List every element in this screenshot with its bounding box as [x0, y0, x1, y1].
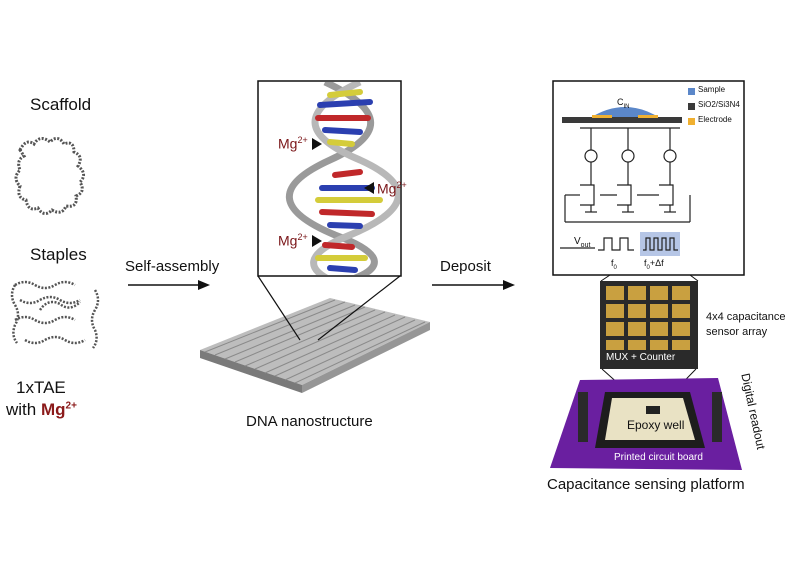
- epoxy-well-label: Epoxy well: [627, 418, 685, 432]
- oxide-layer: [562, 117, 682, 123]
- vout-main: V: [574, 236, 581, 247]
- cin-label: CIN: [617, 97, 630, 110]
- dna-nanostructure-label: DNA nanostructure: [246, 413, 373, 430]
- buffer-label-line1: 1xTAE: [16, 378, 66, 397]
- sensor-array-cells: [606, 286, 690, 350]
- f0-main: f: [611, 258, 614, 268]
- cin-main: C: [617, 97, 624, 107]
- legend-oxide-swatch: [688, 103, 695, 110]
- staples-strands: [10, 280, 100, 349]
- f0df-main: f: [644, 258, 647, 268]
- vout-sub: out: [580, 242, 591, 249]
- array-label-line1: 4x4 capacitance: [706, 311, 786, 323]
- buffer-prefix: with: [6, 400, 41, 419]
- cin-sub: IN: [623, 103, 630, 110]
- vout-label: Vout: [574, 236, 590, 249]
- dna-nanostructure-slab: [200, 298, 430, 393]
- mg-label-3-ion: Mg: [278, 232, 298, 249]
- f0-label: f0: [611, 258, 617, 271]
- self-assembly-label: Self-assembly: [125, 258, 220, 275]
- array-label-line2: sensor array: [706, 326, 768, 338]
- mg-pointer-3: [312, 235, 322, 247]
- mg-label-2-ion: Mg: [377, 180, 397, 197]
- legend-oxide: SiO2/Si3N4: [698, 100, 740, 109]
- oscillator-circuit: [564, 127, 691, 223]
- mg-charge: 2+: [65, 400, 77, 412]
- self-assembly-arrowhead: [198, 280, 210, 290]
- mg-label-2-charge: 2+: [396, 180, 407, 190]
- readout-pins-left: [578, 392, 588, 442]
- mux-counter-label: MUX + Counter: [606, 352, 676, 363]
- dna-helix: [285, 82, 400, 275]
- pcb-label: Printed circuit board: [614, 452, 703, 463]
- legend-sample: Sample: [698, 85, 726, 94]
- readout-pins-right: [712, 392, 722, 442]
- mg-label-3: Mg2+: [278, 232, 308, 249]
- mg-label-1-charge: 2+: [297, 135, 308, 145]
- mg-label-1-ion: Mg: [278, 135, 298, 152]
- legend-electrode: Electrode: [698, 115, 732, 124]
- output-waveform: [560, 237, 678, 251]
- mg-pointer-2: [364, 182, 374, 194]
- mg-label-1: Mg2+: [278, 135, 308, 152]
- f0df-delta: +Δf: [649, 258, 664, 268]
- mg-pointer-1: [312, 138, 322, 150]
- mg-label-2: Mg2+: [377, 180, 407, 197]
- platform-label: Capacitance sensing platform: [547, 476, 745, 493]
- legend-sample-swatch: [688, 88, 695, 95]
- deposit-arrowhead: [503, 280, 515, 290]
- mg-label-3-charge: 2+: [297, 232, 308, 242]
- scaffold-strand: [14, 137, 85, 215]
- deposit-label: Deposit: [440, 258, 491, 275]
- f0-df-label: f0+Δf: [644, 258, 664, 271]
- frequency-shift-highlight: [640, 232, 680, 256]
- mg-ion-text: Mg: [40, 400, 66, 419]
- buffer-label-line2: with Mg2+: [6, 400, 77, 420]
- scaffold-label: Scaffold: [30, 95, 92, 114]
- epoxy-well: [605, 398, 695, 440]
- staples-label: Staples: [30, 245, 87, 264]
- f0-sub: 0: [613, 264, 617, 271]
- f0df-sub: 0: [646, 264, 650, 271]
- legend-electrode-swatch: [688, 118, 695, 125]
